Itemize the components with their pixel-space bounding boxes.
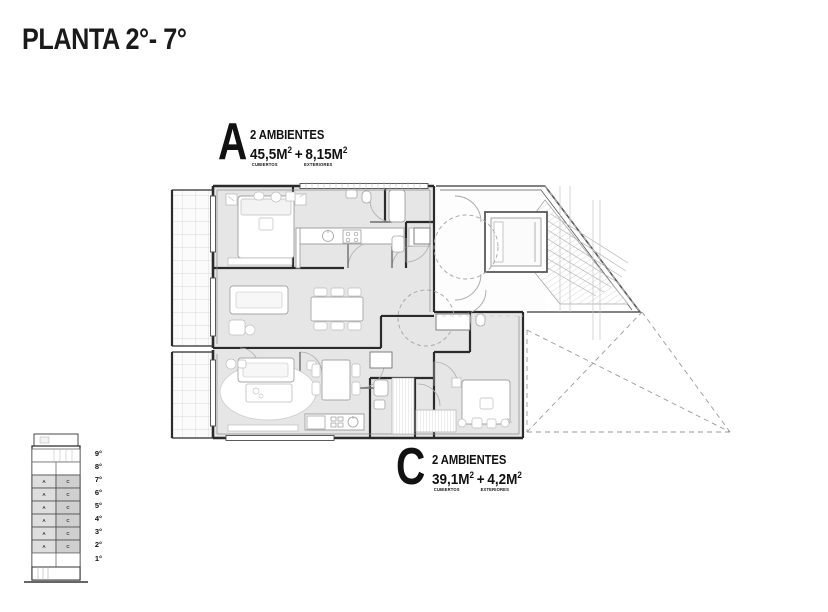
plan-geometry xyxy=(170,182,731,441)
shafts xyxy=(369,227,471,369)
bedroom-c-furniture xyxy=(443,377,513,429)
windows xyxy=(210,183,429,441)
floor-label-2: 2° xyxy=(94,540,102,549)
kitchen-c-furniture xyxy=(304,413,365,431)
floor-cell-2-a: A xyxy=(42,544,46,549)
floor-cell-6-c: C xyxy=(66,492,70,497)
terrace-void xyxy=(526,311,731,433)
living-c-furniture xyxy=(219,357,361,432)
construction-lines xyxy=(434,185,641,317)
interior-floor-fill xyxy=(213,186,545,438)
unit-c-sub-outdoor: EXTERIORES xyxy=(480,487,510,492)
unit-a-sublabels: CUBIERTOS EXTERIORES xyxy=(250,162,347,170)
bathroom-a-fixtures xyxy=(345,189,406,253)
unit-c-area-covered: 39,1M xyxy=(432,471,470,488)
balcony-a xyxy=(171,189,214,347)
unit-c-plus: + xyxy=(476,471,485,488)
floor-label-8: 8° xyxy=(94,462,102,471)
unit-a-plus: + xyxy=(294,146,303,163)
unit-letter-a: A xyxy=(218,113,248,171)
unit-a-area-covered-sup: 2 xyxy=(287,145,293,155)
stairs xyxy=(511,186,629,340)
interior-walls xyxy=(213,186,472,438)
page-title: PLANTA 2°- 7° xyxy=(22,23,187,56)
exterior-walls xyxy=(170,184,525,440)
floor-cell-4-c: C xyxy=(66,518,70,523)
floor-label-5: 5° xyxy=(94,501,102,510)
elevator-core xyxy=(484,211,548,273)
bathroom-c-fixtures xyxy=(373,313,486,410)
unit-a-sub-outdoor: EXTERIORES xyxy=(304,162,333,167)
floor-label-4: 4° xyxy=(94,514,102,523)
floor-label-7: 7° xyxy=(94,475,102,484)
floor-cell-7-c: C xyxy=(66,479,70,484)
unit-c-area-outdoor-sup: 2 xyxy=(517,470,522,480)
lobby-circulation xyxy=(397,195,499,347)
balcony-c xyxy=(171,351,214,439)
unit-letter-c: C xyxy=(396,438,426,496)
unit-c-rooms: 2 AMBIENTES xyxy=(432,453,507,467)
floor-cell-4-a: A xyxy=(42,518,46,523)
bedroom-a-furniture xyxy=(225,191,307,266)
unit-c-sub-covered: CUBIERTOS xyxy=(433,487,460,492)
unit-c-area-covered-sup: 2 xyxy=(469,470,475,480)
floor-label-6: 6° xyxy=(94,488,102,497)
unit-a-areas: 45,5M2+8,15M2 xyxy=(250,145,347,163)
floor-cell-6-a: A xyxy=(42,492,46,497)
unit-a-area-outdoor-sup: 2 xyxy=(342,145,348,155)
window-mullions xyxy=(305,182,421,190)
floor-cell-3-c: C xyxy=(66,531,70,536)
unit-c-areas: 39,1M2+4,2M2 xyxy=(432,470,522,488)
unit-a-area-outdoor: 8,15M xyxy=(305,146,343,163)
floor-diagram-svg xyxy=(24,433,88,583)
floor-cell-2-c: C xyxy=(66,544,70,549)
floor-label-9: 9° xyxy=(94,449,102,458)
floor-cell-5-a: A xyxy=(42,505,46,510)
core-envelope xyxy=(436,185,642,313)
kitchen-a-furniture xyxy=(295,227,430,269)
building-section xyxy=(24,433,88,583)
floor-label-1: 1° xyxy=(94,554,102,563)
floor-label-3: 3° xyxy=(94,527,102,536)
living-a-furniture xyxy=(228,285,364,336)
floor-cell-5-c: C xyxy=(66,505,70,510)
unit-a-rooms: 2 AMBIENTES xyxy=(250,128,325,142)
door-leaves xyxy=(299,221,435,389)
unit-c-sublabels: CUBIERTOS EXTERIORES xyxy=(432,487,522,495)
unit-a-area-covered: 45,5M xyxy=(250,146,288,163)
wall-inner-lines xyxy=(216,189,520,435)
unit-c-area-outdoor: 4,2M xyxy=(487,471,518,488)
highlighted-floors xyxy=(31,474,81,554)
floor-cell-3-a: A xyxy=(42,531,46,536)
door-swings xyxy=(239,199,459,407)
closet-hatch xyxy=(391,377,457,435)
unit-a-sub-covered: CUBIERTOS xyxy=(251,162,278,167)
floor-indicator-diagram: 9° 8° 7° 6° 5° 4° 3° 2° 1° A C A C A C A… xyxy=(10,432,102,592)
floor-cell-7-a: A xyxy=(42,479,46,484)
